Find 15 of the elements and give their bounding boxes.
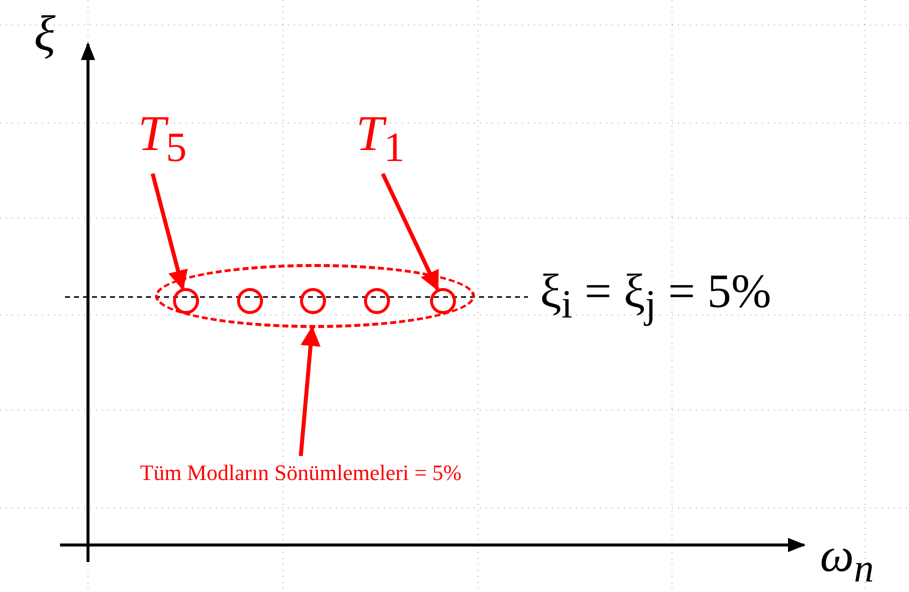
circle-marker [430,288,456,314]
circle-marker [300,288,326,314]
annotation-text: Tüm Modların Sönümlemeleri = 5% [140,462,462,484]
arrow [150,173,188,290]
axis-label: ξ [34,8,56,58]
circle-marker [364,288,390,314]
period-label: T$_{1}$ [356,108,405,170]
equation: ξ$_{i}$ = ξ$_{j}$ = 5% [540,268,772,325]
arrow [380,172,440,292]
dashed-ellipse [155,264,475,328]
arrow [298,326,321,456]
period-label: T$_{5}$ [138,108,187,170]
axis-label: ω$_{n}$ [820,532,874,589]
circle-marker [237,288,263,314]
circle-marker [173,288,199,314]
